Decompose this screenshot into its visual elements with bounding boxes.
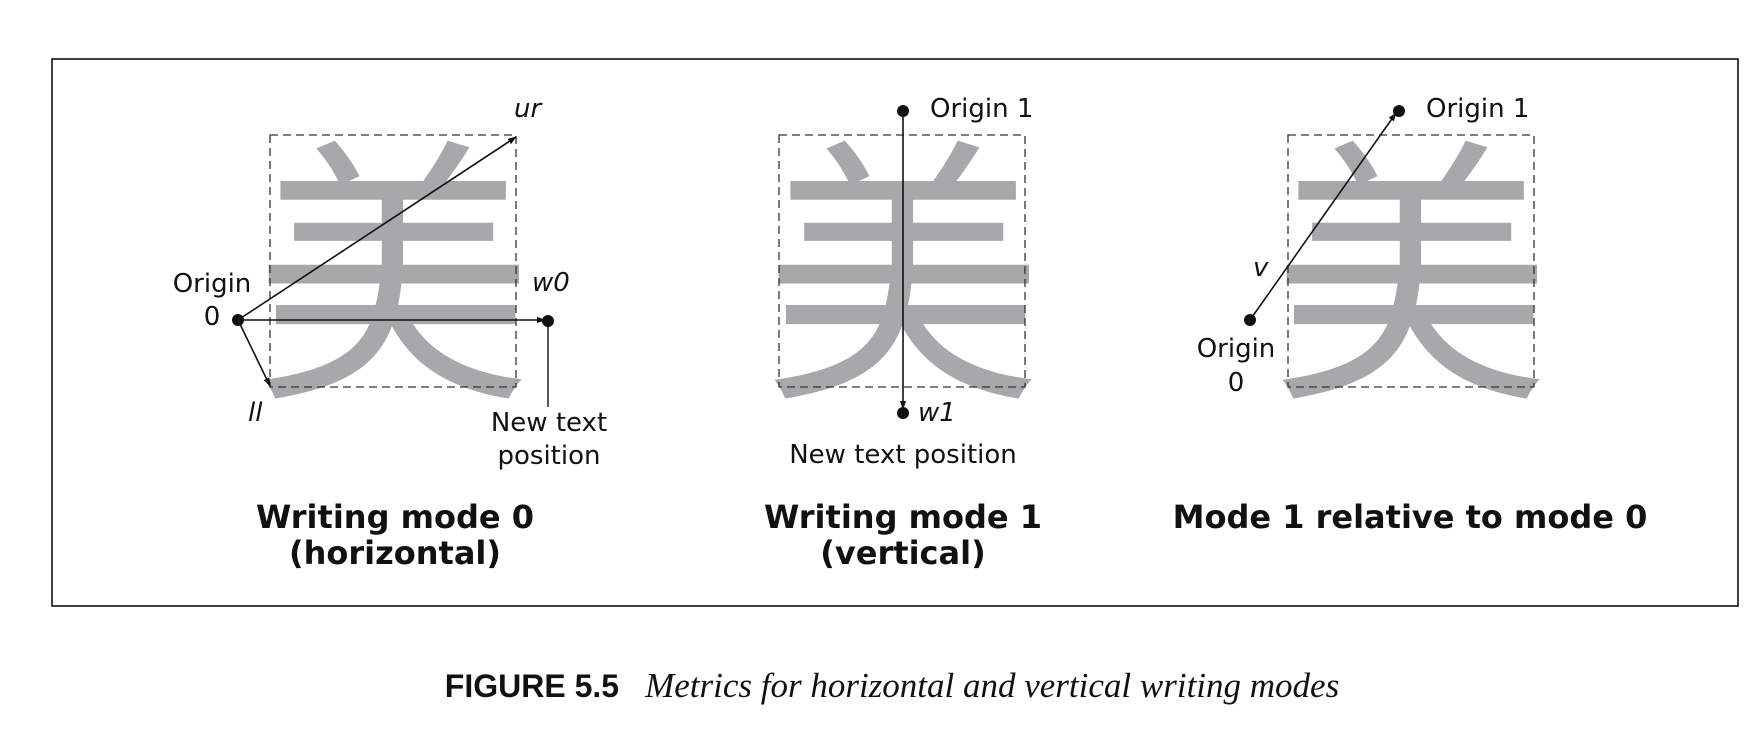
panel-mode-1-relative: 美 Origin 1 v Origin 0 Mode 1 relative to… [1173, 94, 1648, 536]
v-arrow [1249, 112, 1397, 321]
figure-frame [51, 58, 1739, 607]
origin-1-label: Origin 1 [930, 94, 1033, 124]
v-label: v [1253, 253, 1269, 283]
new-text-label-line1: New text [491, 408, 607, 438]
panel-writing-mode-0: 美 ur Origin 0 w0 ll New text position Wr… [173, 94, 607, 572]
ll-label: ll [248, 398, 263, 428]
w1-dot [897, 407, 909, 419]
glyph-bounding-box [1287, 134, 1535, 388]
w0-dot [542, 315, 554, 327]
origin-1-label: Origin 1 [1426, 94, 1529, 124]
origin-num-label: 0 [204, 302, 221, 332]
panel-caption-line1: Writing mode 0 [256, 498, 534, 536]
origin-1-dot [1393, 105, 1405, 117]
origin-0-dot [232, 314, 244, 326]
w1-label: w1 [918, 398, 956, 428]
ur-arrow [237, 136, 517, 321]
glyph-char: 美 [253, 118, 533, 444]
ll-arrow [237, 319, 271, 387]
w0-label: w0 [532, 268, 570, 298]
glyph-char: 美 [1271, 118, 1551, 444]
new-text-label-line2: position [498, 441, 601, 471]
origin-num-label: 0 [1228, 368, 1245, 398]
panel-caption-line1: Mode 1 relative to mode 0 [1173, 498, 1648, 536]
new-text-label: New text position [789, 440, 1017, 470]
glyph-bounding-box [778, 134, 1026, 388]
figure-number: FIGURE 5.5 [445, 668, 619, 704]
panel-caption-line1: Writing mode 1 [764, 498, 1042, 536]
origin-label: Origin [173, 269, 252, 299]
origin-1-dot [897, 105, 909, 117]
glyph-bounding-box [269, 134, 517, 388]
figure-title: Metrics for horizontal and vertical writ… [644, 666, 1339, 705]
panel-caption-line2: (horizontal) [289, 534, 501, 572]
panel-writing-mode-1: 美 Origin 1 w1 New text position Writing … [763, 94, 1043, 572]
panel-caption-line2: (vertical) [820, 534, 985, 572]
ur-label: ur [514, 94, 543, 124]
origin-label: Origin [1197, 334, 1276, 364]
origin-0-dot [1244, 314, 1256, 326]
figure-caption: FIGURE 5.5 Metrics for horizontal and ve… [445, 666, 1339, 705]
